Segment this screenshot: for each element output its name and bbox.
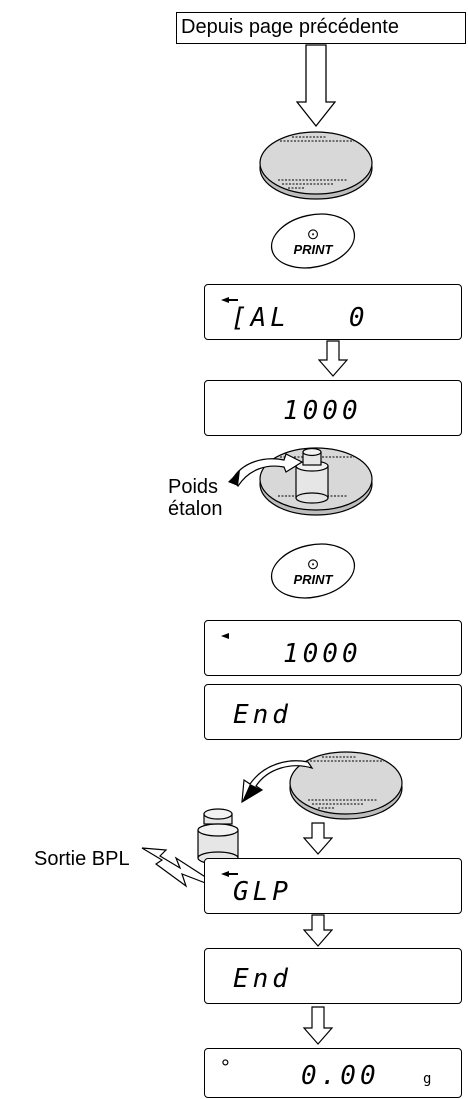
print-key-1[interactable]: ⊙ PRINT <box>268 212 358 270</box>
display-text: 1000 <box>283 396 362 426</box>
place-weight-arrow <box>228 453 304 487</box>
print-key-symbol: ⊙ <box>306 226 320 243</box>
display-text: 1000 <box>283 639 362 669</box>
display-1000-b: 1000 <box>204 620 462 676</box>
stability-indicator <box>221 297 229 303</box>
print-key-2[interactable]: ⊙ PRINT <box>268 542 358 600</box>
glp-output-label: Sortie BPL <box>34 848 130 870</box>
remove-weight-arrow <box>241 760 314 804</box>
print-key-label: PRINT <box>293 572 333 587</box>
print-key-symbol: ⊙ <box>306 556 320 573</box>
calibration-marker <box>229 299 238 301</box>
unit-indicator: g <box>423 1071 432 1087</box>
weight-label-line1: Poids <box>168 476 219 498</box>
down-arrow <box>303 914 333 947</box>
display-cal-0: [AL 0 <box>204 284 462 340</box>
down-arrow <box>303 822 333 855</box>
display-end-b: End <box>204 948 462 1004</box>
previous-page-header: Depuis page précédente <box>176 12 466 44</box>
display-1000-a: 1000 <box>204 380 462 436</box>
print-key-outline <box>270 213 356 269</box>
weighing-pan-empty <box>259 131 373 200</box>
display-glp: GLP <box>204 858 462 914</box>
down-arrow <box>303 1006 333 1045</box>
down-arrow <box>318 340 348 377</box>
display-end-a: End <box>204 684 462 740</box>
display-text: End <box>233 700 292 730</box>
stability-mark: ° <box>221 1055 230 1080</box>
weighing-pan-empty-2 <box>289 751 403 820</box>
display-value: 0.00 <box>301 1061 380 1091</box>
display-zero: ° 0.00 g <box>204 1048 462 1098</box>
display-text: GLP <box>233 877 292 907</box>
display-text: [AL 0 <box>231 303 369 333</box>
weight-label-line2: étalon <box>168 498 223 520</box>
down-arrow-large <box>296 44 336 128</box>
glp-output-arrow <box>141 847 211 888</box>
calibration-weight <box>197 808 239 865</box>
print-key-label: PRINT <box>293 242 333 257</box>
stability-indicator <box>221 871 229 877</box>
stability-indicator <box>221 633 229 639</box>
calibration-marker <box>229 873 238 875</box>
print-key-outline <box>270 543 356 599</box>
display-text: End <box>233 964 292 994</box>
